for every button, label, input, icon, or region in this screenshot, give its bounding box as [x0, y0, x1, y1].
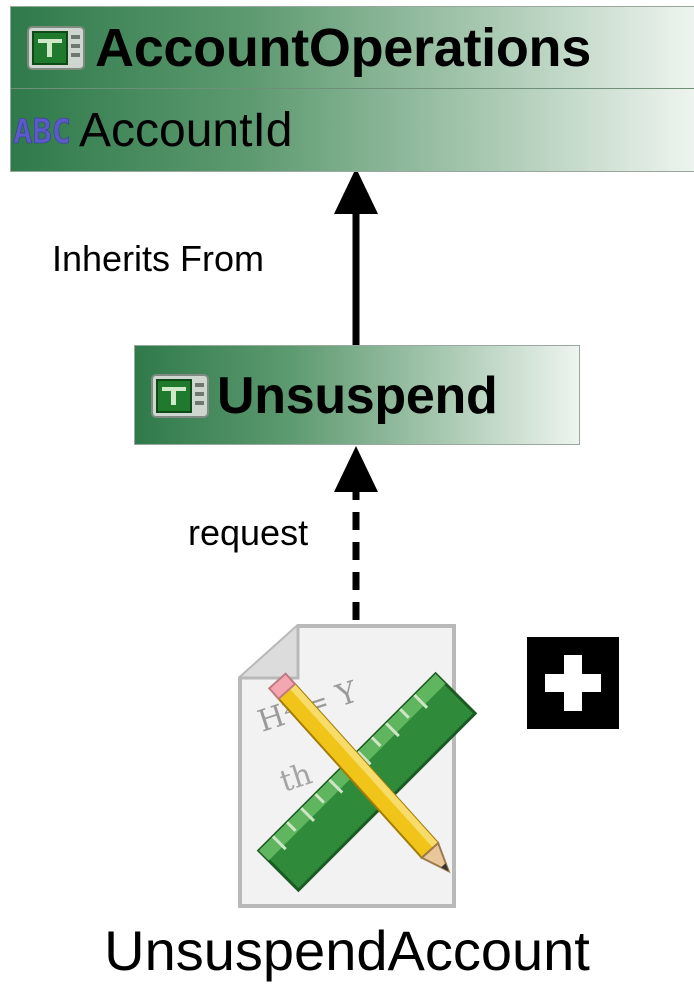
- class-header: Unsuspend: [135, 346, 579, 446]
- svg-text:ABC: ABC: [13, 112, 71, 150]
- class-box-account-operations[interactable]: AccountOperations ABC AccountId: [10, 6, 694, 172]
- class-box-unsuspend[interactable]: Unsuspend: [134, 345, 580, 445]
- abc-string-icon: ABC: [11, 110, 73, 153]
- document-name: UnsuspendAccount: [104, 919, 590, 982]
- class-icon: [151, 373, 209, 419]
- plus-icon[interactable]: [527, 637, 619, 734]
- inherits-label: Inherits From: [52, 238, 265, 279]
- class-icon: [27, 25, 85, 71]
- request-label: request: [188, 512, 309, 553]
- attribute-name: AccountId: [79, 103, 293, 157]
- class-name: Unsuspend: [217, 367, 498, 425]
- class-name: AccountOperations: [95, 17, 591, 78]
- class-header: AccountOperations: [11, 7, 694, 89]
- document-ruler-pencil-icon[interactable]: H² = Y th: [232, 622, 502, 917]
- attribute-row[interactable]: ABC AccountId: [11, 89, 694, 171]
- request-arrowhead: [334, 446, 378, 492]
- inherits-arrowhead: [334, 168, 378, 214]
